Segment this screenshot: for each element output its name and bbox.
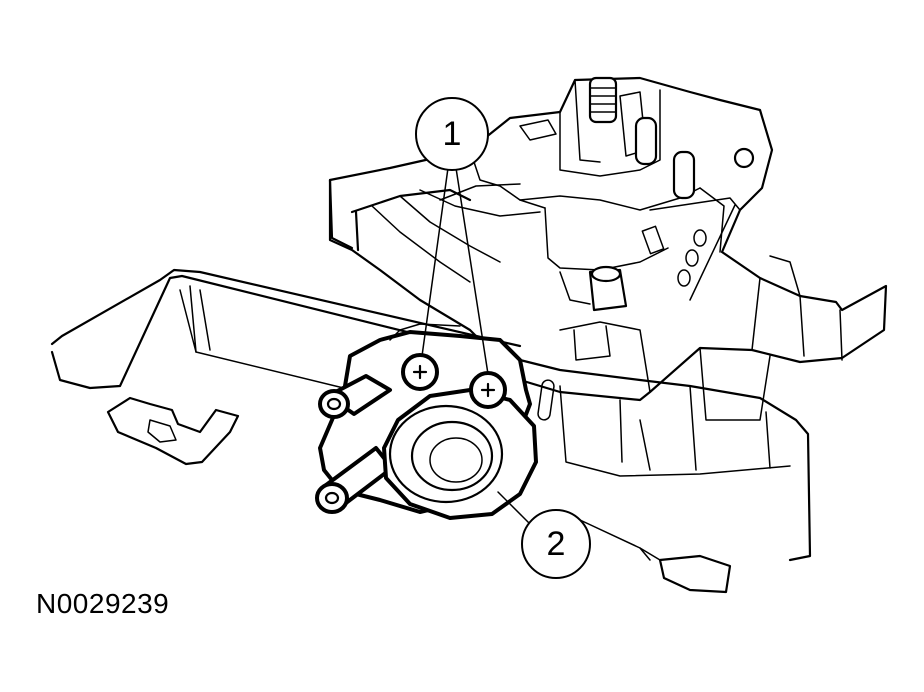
screw-right-icon <box>469 371 507 409</box>
callout-1-label: 1 <box>443 115 462 153</box>
spring-icon <box>588 76 618 124</box>
callout-2: 2 <box>497 491 591 579</box>
solenoid-assembly <box>315 323 555 520</box>
screw-left-icon <box>401 353 439 391</box>
callout-1: 1 <box>415 97 489 375</box>
callout-2-label: 2 <box>547 525 566 563</box>
connector-icon <box>382 388 538 520</box>
figure-id: N0029239 <box>36 588 170 619</box>
upper-tube-icon <box>318 374 392 419</box>
pan-frame <box>50 268 812 594</box>
